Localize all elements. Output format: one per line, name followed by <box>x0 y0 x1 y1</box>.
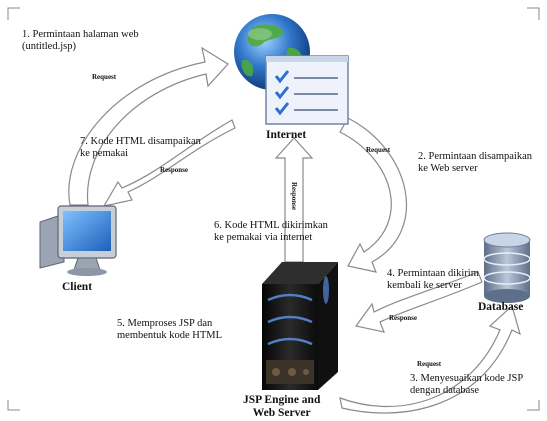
database-icon <box>483 232 531 303</box>
step-4-label: 4. Permintaan dikirim kembali ke server <box>387 268 479 291</box>
step-1-label: 1. Permintaan halaman web (untitled.jsp) <box>22 29 139 52</box>
response-tag-4: Response <box>389 314 418 322</box>
response-tag-6: Response <box>290 182 298 211</box>
request-tag-1: Request <box>92 73 117 81</box>
step-5-label: 5. Memproses JSP dan membentuk kode HTML <box>117 318 222 341</box>
internet-label: Internet <box>266 129 307 141</box>
step-2-label: 2. Permintaan disampaikan ke Web server <box>418 151 533 174</box>
corner-marks <box>7 7 540 411</box>
checklist-icon <box>265 55 349 125</box>
client-label: Client <box>62 281 93 293</box>
arrow-1-request <box>68 46 229 206</box>
arrow-2-request <box>339 117 408 273</box>
step-3-label: 3. Menyesuaikan kode JSP dengan database <box>410 373 524 396</box>
server-label: JSP Engine and Web Server <box>243 394 321 419</box>
step-7-label: 7. Kode HTML disampaikan ke pemakai <box>80 136 201 159</box>
arrow-4-response <box>354 271 483 333</box>
request-tag-3: Request <box>417 360 442 368</box>
arrow-6-response <box>274 137 314 263</box>
server-tower-icon <box>262 262 338 390</box>
arrow-7-response <box>102 119 236 207</box>
response-tag-7: Response <box>160 166 189 174</box>
arrow-3-request <box>339 304 521 414</box>
step-6-label: 6. Kode HTML dikirimkan ke pemakai via i… <box>214 220 328 243</box>
request-tag-2: Request <box>366 146 391 154</box>
database-label: Database <box>478 301 524 313</box>
monitor-icon <box>39 205 117 276</box>
